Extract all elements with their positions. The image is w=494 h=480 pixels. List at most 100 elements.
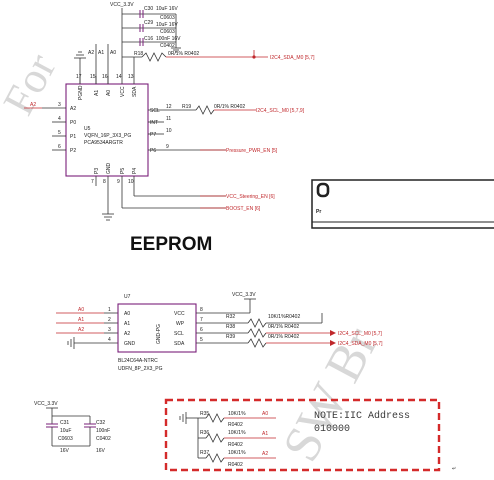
r37-resistor xyxy=(205,453,225,463)
address-note-box xyxy=(164,398,441,472)
u5-pnum-top-5: 13 xyxy=(128,74,134,80)
u5-pin-p2: P2 xyxy=(70,148,76,154)
eeprom-gnd-symbol xyxy=(67,337,75,349)
u5-pnum-left-4: 6 xyxy=(58,144,61,150)
u5-top-pins xyxy=(79,57,135,84)
u5-bottom-pins xyxy=(95,176,135,214)
c30-value: 10uF 16V xyxy=(156,6,178,12)
r18-ref: R18 xyxy=(134,51,143,57)
eeprom-pin-wp: WP xyxy=(176,321,185,327)
c29-pkg: C0603 xyxy=(160,29,175,35)
u5-pin-p3: P3 xyxy=(94,168,100,174)
u5-pin-pgnd: PGND xyxy=(78,85,84,100)
top-a2-label: A2 xyxy=(88,50,94,56)
u5-pin-p4: P4 xyxy=(132,168,138,174)
u5-pin-a2: A2 xyxy=(70,106,76,112)
u5-pnum-top-4: 14 xyxy=(116,74,122,80)
return-mark: ↵ xyxy=(452,466,456,472)
addr-a1-net-label: A1 xyxy=(262,431,268,437)
eeprom-vcc-label: VCC_3.3V xyxy=(232,292,256,298)
u5-pnum-right-3: 10 xyxy=(166,128,172,134)
u5-pin-p5: P5 xyxy=(120,168,126,174)
u5-gnd-symbol xyxy=(102,213,114,221)
u5-pnum-right-1: 12 xyxy=(166,104,172,110)
scl-net-label: I2C4_SCL_M0 [5,7,9] xyxy=(256,108,305,114)
left-a2-net-label: A2 xyxy=(30,102,36,108)
eeprom-pnum-2: 2 xyxy=(108,317,111,323)
c16-pkg: C0402 xyxy=(160,43,175,49)
u5-pin-a1: A1 xyxy=(94,90,100,96)
u5-pin-gnd: GND xyxy=(106,163,112,175)
sda-eeprom-net-label: I2C4_SDA_M0 [5,7] xyxy=(338,341,383,347)
eeprom-pnum-1: 1 xyxy=(108,307,111,313)
r37-value: 10K/1% xyxy=(228,450,246,456)
pwr-net-label: Pressure_PWR_EN [5] xyxy=(226,148,278,154)
cap-ladder xyxy=(122,10,181,53)
r39-value: 0R/1% R0402 xyxy=(268,334,299,340)
u5-pnum-right-4: 9 xyxy=(166,144,169,150)
offscreen-box-label: Pr xyxy=(316,209,321,215)
eeprom-pnum-8: 8 xyxy=(200,307,203,313)
offscreen-box xyxy=(311,179,494,229)
eeprom-pnum-5: 5 xyxy=(200,337,203,343)
r39-resistor xyxy=(247,338,267,348)
r35-value: 10K/1% xyxy=(228,411,246,417)
c32-ref: C32 xyxy=(96,420,105,426)
eeprom-pnum-4: 4 xyxy=(108,337,111,343)
address-gnd-symbol xyxy=(179,412,187,424)
u5-pnum-right-2: 11 xyxy=(166,116,171,122)
r19-ref: R19 xyxy=(182,104,191,110)
eeprom-chip-body xyxy=(117,303,197,353)
r38-ref: R38 xyxy=(226,324,235,330)
r36-pkg: R0402 xyxy=(228,442,243,448)
sda-offpage-arrow xyxy=(330,340,336,346)
c30-ref: C30 xyxy=(144,6,153,12)
r36-resistor xyxy=(205,433,225,443)
address-note-line2: 010000 xyxy=(314,424,350,435)
u5-pnum-top-1: 17 xyxy=(76,74,82,80)
section-title: EEPROM xyxy=(130,234,212,255)
eeprom-pin-a0: A0 xyxy=(124,311,130,317)
addr-a0-net-label: A0 xyxy=(262,411,268,417)
u5-pnum-top-2: 15 xyxy=(90,74,96,80)
c30-pkg: C0603 xyxy=(160,15,175,21)
u5-pnum-bottom-1: 7 xyxy=(91,179,94,185)
eeprom-pnum-6: 6 xyxy=(200,327,203,333)
u5-left-pins xyxy=(42,107,66,151)
eeprom-package: UDFN_8P_2X3_PG xyxy=(118,366,163,372)
boost-net-label: BOOST_EN [6] xyxy=(226,206,261,212)
u5-pin-p6: P6 xyxy=(150,148,156,154)
sda-net-label: I2C4_SDA_M0 [5,7] xyxy=(270,55,315,61)
eeprom-pin-vcc: VCC xyxy=(174,311,185,317)
u5-pin-p0: P0 xyxy=(70,120,76,126)
r18-value: 0R/1% R0402 xyxy=(168,51,199,57)
u5-pin-p7: P7 xyxy=(150,132,156,138)
u5-pnum-top-3: 16 xyxy=(102,74,108,80)
c29-ref: C29 xyxy=(144,20,153,26)
eeprom-pnum-3: 3 xyxy=(108,327,111,333)
r37-ref: R37 xyxy=(200,450,209,456)
top-vcc-label: VCC_3.3V xyxy=(110,2,134,8)
top-a1-label: A1 xyxy=(98,50,104,56)
u5-right-pins xyxy=(148,109,226,151)
eeprom-pin-sda: SDA xyxy=(174,341,185,347)
pgnd-ground-symbol xyxy=(74,51,86,59)
watermark-for: For xyxy=(0,45,66,122)
c32-volt: 16V xyxy=(96,448,106,454)
r35-ref: R35 xyxy=(200,411,209,417)
r19-resistor xyxy=(195,105,215,115)
c31-ref: C31 xyxy=(60,420,69,426)
c16-ref: C16 xyxy=(144,36,153,42)
r36-ref: R36 xyxy=(200,430,209,436)
eeprom-pin-a2: A2 xyxy=(124,331,130,337)
u5-pin-p1: P1 xyxy=(70,134,76,140)
u5-ref: U5 xyxy=(84,126,91,132)
r38-value: 0R/1% R0402 xyxy=(268,324,299,330)
scl-offpage-arrow xyxy=(330,330,336,336)
u5-chip-body xyxy=(65,83,149,177)
r37-pkg: R0402 xyxy=(228,462,243,468)
address-note-line1: NOTE:IIC Address xyxy=(314,410,410,422)
eeprom-pin-a1: A1 xyxy=(124,321,130,327)
c32-value: 100nF xyxy=(96,428,110,434)
